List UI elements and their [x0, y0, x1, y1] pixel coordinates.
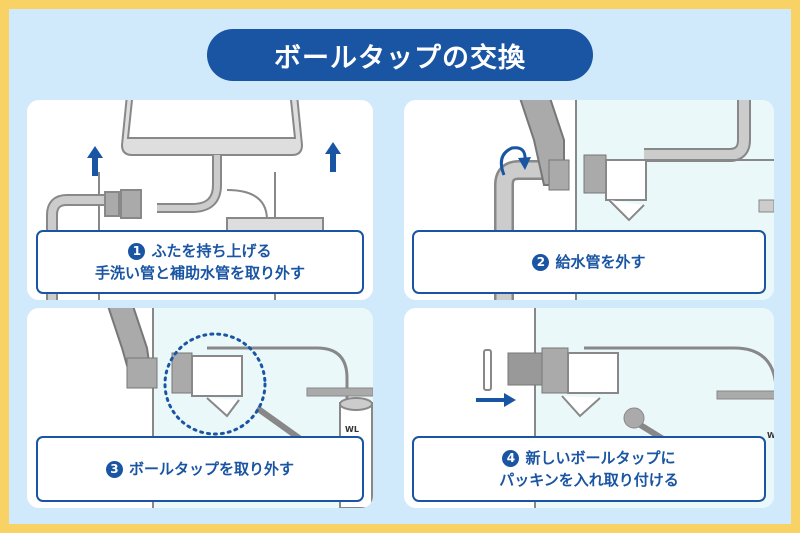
up-arrows: [87, 142, 341, 176]
arrow-right-icon: [476, 393, 516, 407]
step-1-caption: 1 ふたを持ち上げる 手洗い管と補助水管を取り外す: [36, 230, 364, 294]
step-1-line-2: 手洗い管と補助水管を取り外す: [94, 264, 305, 282]
step-4-line-1: 新しいボールタップに: [525, 449, 676, 467]
float-arm-tube: [207, 346, 349, 403]
step-panel-4: W 4 新しいボールタップに パッキンを入れ取り付ける: [404, 308, 774, 508]
step-number-badge: 3: [105, 461, 123, 478]
page-title: ボールタップの交換: [207, 29, 593, 81]
wl-label: WL: [345, 425, 359, 434]
packing-gasket: [483, 349, 492, 391]
hand-wash-pipe: [157, 155, 222, 213]
step-panel-1: 1 ふたを持ち上げる 手洗い管と補助水管を取り外す: [27, 100, 373, 300]
step-number-badge: 4: [502, 450, 520, 467]
step-4-caption: 4 新しいボールタップに パッキンを入れ取り付ける: [412, 436, 766, 502]
float-arm-tube: [584, 346, 774, 384]
highlight-circle: [163, 332, 267, 436]
wl-label-partial: W: [767, 431, 774, 440]
step-1-illustration: [46, 100, 341, 300]
step-2-caption: 2 給水管を外す: [412, 230, 766, 294]
arrow-up-left-icon: [87, 146, 103, 176]
step-panel-3: WL 3 ボールタップを取り外す: [27, 308, 373, 508]
step-number-badge: 1: [128, 243, 146, 260]
step-3-line-1: ボールタップを取り外す: [128, 460, 294, 478]
step-4-line-2: パッキンを入れ取り付ける: [499, 471, 679, 489]
threaded-end: [507, 352, 543, 386]
step-3-caption: 3 ボールタップを取り外す: [36, 436, 364, 502]
step-1-line-1: ふたを持ち上げる: [151, 242, 272, 260]
rotate-arrow-icon: [499, 146, 527, 176]
step-number-badge: 2: [532, 254, 550, 271]
arrow-up-right-icon: [325, 142, 341, 172]
step-2-line-1: 給水管を外す: [555, 253, 646, 271]
step-panel-2: 2 給水管を外す: [404, 100, 774, 300]
